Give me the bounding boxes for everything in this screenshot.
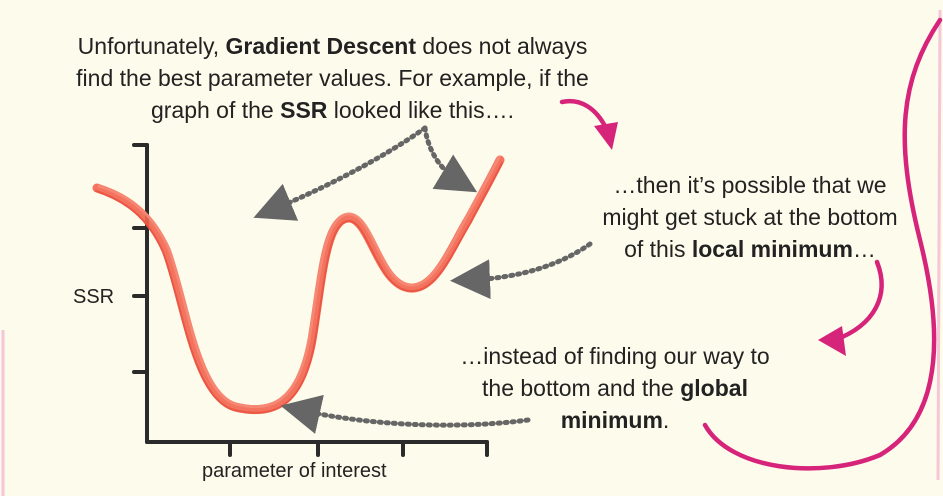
caption-text: . xyxy=(662,407,670,433)
magenta-arrow-top xyxy=(559,98,609,131)
caption-text: does not always xyxy=(416,33,588,59)
magenta-arrowhead-mid xyxy=(818,326,846,356)
magenta-arrowhead-top xyxy=(594,122,618,150)
caption-global-minimum: …instead of finding our way to the botto… xyxy=(405,340,825,436)
caption-text: … xyxy=(852,236,876,262)
caption-intro: Unfortunately, Gradient Descent does not… xyxy=(0,30,665,126)
dotted-arrow-local xyxy=(450,241,593,300)
caption-text: Unfortunately, xyxy=(77,33,226,59)
caption-line: …then it’s possible that we xyxy=(613,172,887,198)
magenta-arrow-big xyxy=(702,17,943,471)
caption-text: of this xyxy=(624,236,692,262)
caption-bold: Gradient Descent xyxy=(225,33,416,59)
caption-text: looked like this…. xyxy=(327,97,515,123)
x-axis-label: parameter of interest xyxy=(202,460,387,482)
caption-text: the bottom and the xyxy=(482,375,681,401)
magenta-arrow-mid xyxy=(832,259,884,343)
caption-line: find the best parameter values. For exam… xyxy=(76,65,589,91)
caption-bold: SSR xyxy=(280,97,328,123)
caption-line: might get stuck at the bottom xyxy=(602,204,898,230)
caption-bold: local minimum xyxy=(691,236,853,262)
edge-stroke-right xyxy=(936,9,942,481)
dotted-arrow-left xyxy=(253,125,428,221)
dotted-arrow-global xyxy=(280,394,531,434)
caption-local-minimum: …then it’s possible that we might get st… xyxy=(548,169,943,265)
caption-bold: minimum xyxy=(560,407,663,433)
plot-axes xyxy=(132,143,489,457)
caption-bold: global xyxy=(680,375,748,401)
caption-line: …instead of finding our way to xyxy=(460,343,770,369)
ssr-curve xyxy=(92,155,505,415)
dotted-arrow-right xyxy=(422,125,478,193)
dotted-arrows xyxy=(253,125,593,434)
magenta-arrowheads xyxy=(594,122,846,356)
caption-text: graph of the xyxy=(150,97,281,123)
magenta-arrows xyxy=(559,17,943,471)
y-axis-label: SSR xyxy=(73,286,115,308)
